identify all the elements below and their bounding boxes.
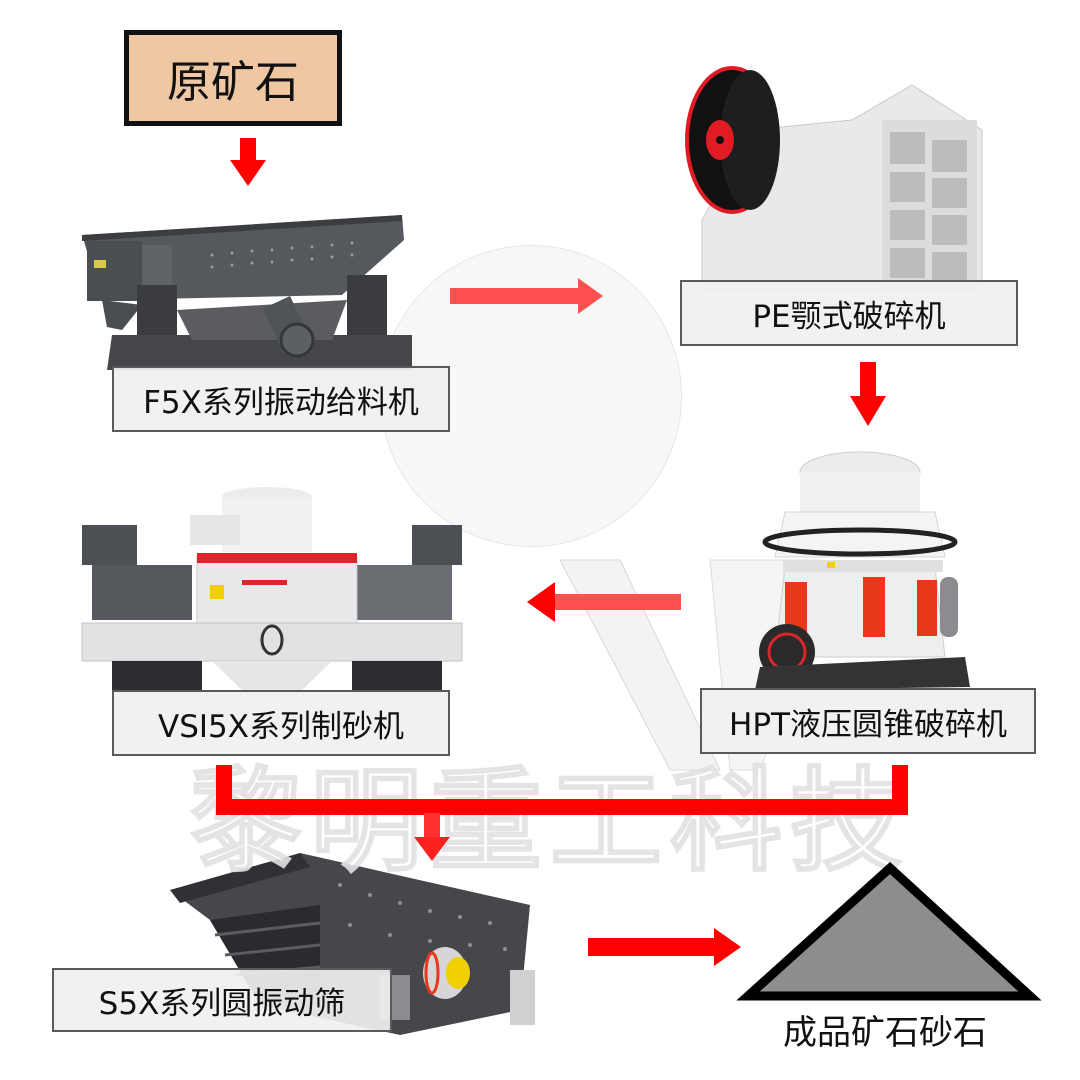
vsi-sand-maker-machine-image [81,487,463,695]
screen-label: S5X系列圆振动筛 [52,968,392,1032]
jaw-crusher-machine-image [685,66,983,291]
jaw-crusher-label: PE颚式破碎机 [680,280,1018,346]
raw-ore-label: 原矿石 [167,57,299,108]
cone-crusher-label-text: HPT液压圆锥破碎机 [729,706,1007,743]
arrow-left-cone-to-vsi [527,582,681,622]
cone-crusher-label: HPT液压圆锥破碎机 [700,688,1036,754]
feeder-label: F5X系列振动给料机 [112,366,450,432]
jaw-crusher-label-text: PE颚式破碎机 [752,298,946,335]
feeder-label-text: F5X系列振动给料机 [143,384,419,421]
arrow-merge-to-screen [216,765,908,861]
finished-aggregate-pile-icon [736,861,1042,1001]
arrow-down-raw-to-feeder [230,138,266,186]
screen-label-text: S5X系列圆振动筛 [98,985,346,1022]
arrow-down-jaw-to-cone [850,362,886,426]
vsi-label-text: VSI5X系列制砂机 [158,708,404,745]
raw-ore-node: 原矿石 [124,30,342,126]
arrow-right-screen-to-final [588,928,741,966]
final-product-label: 成品矿石砂石 [783,1013,987,1053]
vibrating-feeder-machine-image [82,215,412,370]
watermark-text: 黎明重工科技 [189,756,910,888]
vsi-label: VSI5X系列制砂机 [112,690,450,756]
cone-crusher-machine-image [755,451,970,690]
arrow-right-feeder-to-jaw [450,278,603,314]
